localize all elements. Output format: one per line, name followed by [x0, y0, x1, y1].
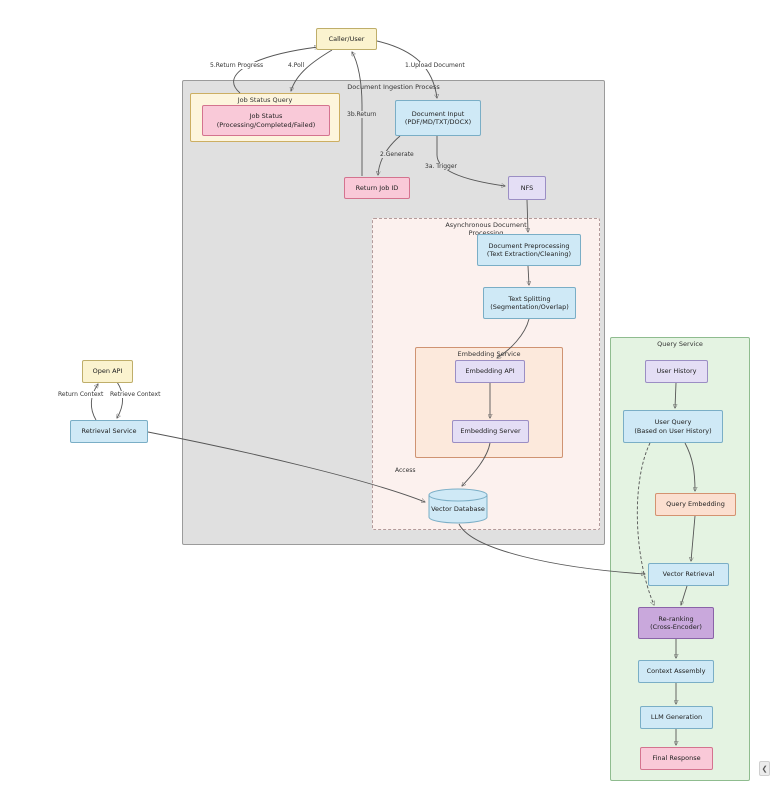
container-job-status-query-label: Job Status Query	[237, 96, 293, 104]
node-vector-retrieval: Vector Retrieval	[648, 563, 729, 586]
node-context-assembly: Context Assembly	[638, 660, 714, 683]
edge-label-poll: 4.Poll	[287, 62, 306, 70]
edge-retrieval-to-openapi	[90, 384, 98, 421]
node-user-history: User History	[645, 360, 708, 383]
container-embedding-service-label: Embedding Service	[457, 350, 521, 358]
node-final-response: Final Response	[640, 747, 713, 770]
node-embedding-api: Embedding API	[455, 360, 525, 383]
edge-label-return-job: 3b.Return	[346, 111, 378, 119]
node-text-splitting: Text Splitting (Segmentation/Overlap)	[483, 287, 576, 319]
edge-label-return-context: Return Context	[57, 391, 105, 399]
node-document-input: Document Input (PDF/MD/TXT/DOCX)	[395, 100, 481, 136]
node-job-status: Job Status (Processing/Completed/Failed)	[202, 105, 330, 136]
node-retrieval-service: Retrieval Service	[70, 420, 148, 443]
container-query-service-label: Query Service	[657, 340, 703, 348]
edge-label-upload-document: 1.Upload Document	[404, 62, 466, 70]
container-document-ingestion-label: Document Ingestion Process	[347, 83, 440, 91]
node-llm-generation: LLM Generation	[640, 706, 713, 729]
node-embedding-server: Embedding Server	[452, 420, 529, 443]
container-async-processing-label: Asynchronous Document Processing	[445, 221, 527, 237]
node-caller-user: Caller/User	[316, 28, 377, 50]
node-nfs: NFS	[508, 176, 546, 200]
scroll-left-button[interactable]: ❮	[759, 761, 770, 776]
edge-label-return-progress: 5.Return Progress	[209, 62, 265, 70]
node-open-api: Open API	[82, 360, 133, 383]
node-vector-database: Vector Database	[428, 488, 488, 524]
edge-label-retrieve-context: Retrieve Context	[109, 391, 162, 399]
node-user-query: User Query (Based on User History)	[623, 410, 723, 443]
node-re-ranking: Re-ranking (Cross-Encoder)	[638, 607, 714, 639]
edge-openapi-to-retrieval	[117, 381, 124, 418]
edge-label-generate: 2.Generate	[379, 151, 415, 159]
database-cylinder-icon	[428, 488, 488, 524]
node-document-preprocessing: Document Preprocessing (Text Extraction/…	[477, 234, 581, 266]
node-return-job-id: Return Job ID	[344, 177, 410, 199]
edge-label-access: Access	[394, 467, 417, 475]
node-query-embedding: Query Embedding	[655, 493, 736, 516]
edge-label-trigger: 3a. Trigger	[424, 163, 459, 171]
